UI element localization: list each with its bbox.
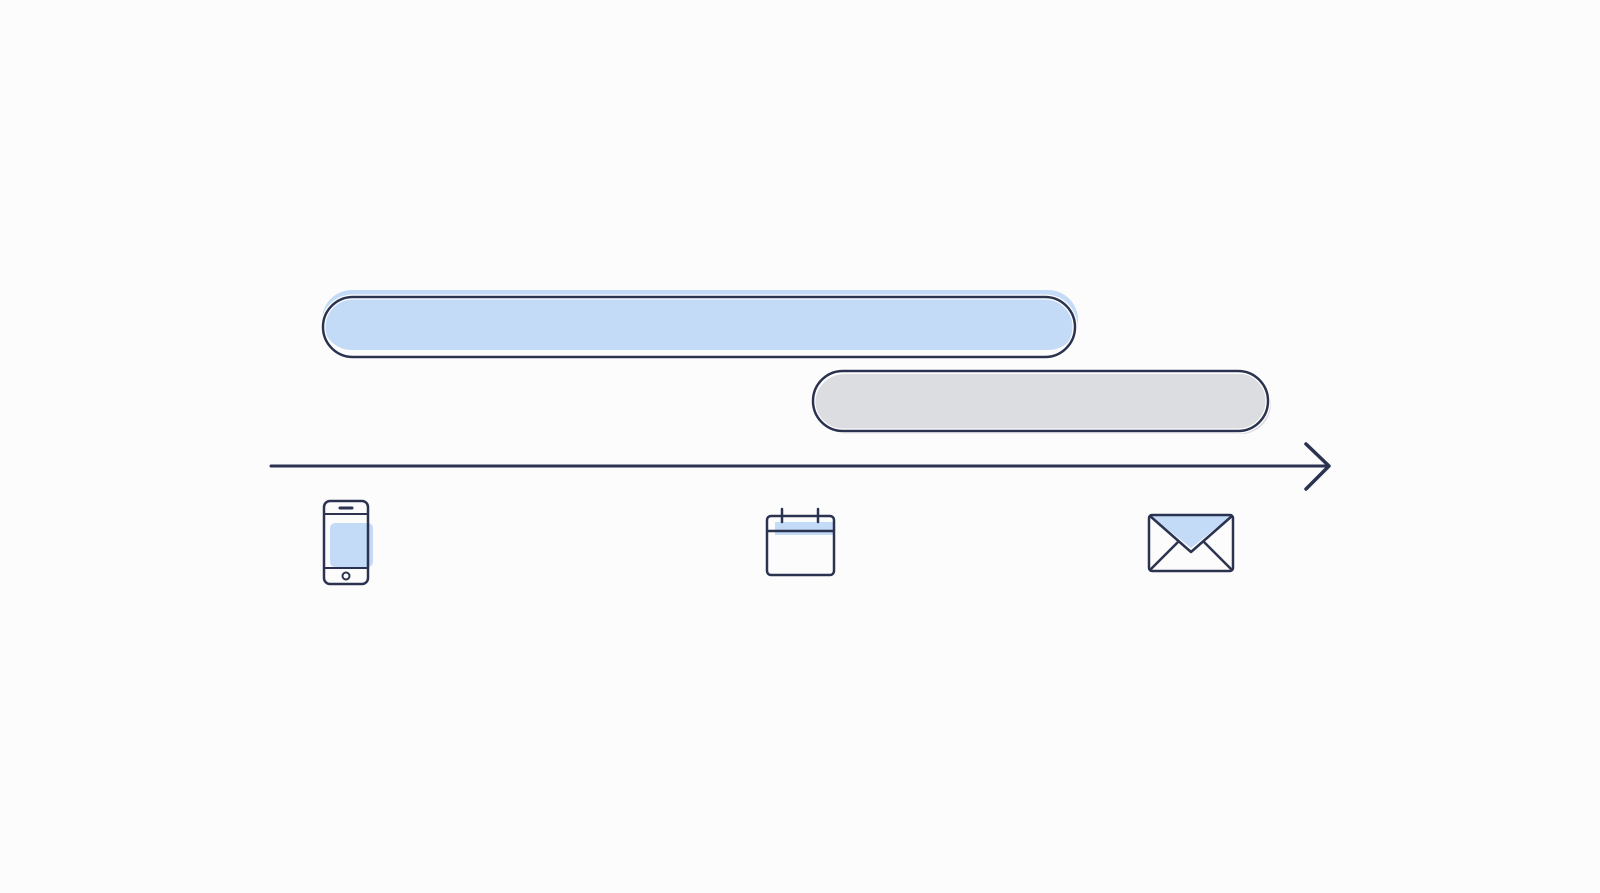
primary-bar-glow (322, 290, 1078, 350)
envelope-flap-highlight (1151, 516, 1231, 548)
primary-bar (320, 290, 1078, 360)
calendar-body (765, 514, 836, 577)
envelope-icon (1147, 513, 1235, 573)
secondary-bar-outline (811, 369, 1270, 433)
envelope-body (1147, 513, 1235, 573)
smartphone-home-button (341, 571, 351, 581)
arrow-head-icon (1304, 442, 1331, 491)
smartphone-screen-highlight (330, 523, 373, 567)
calendar-header-highlight (775, 522, 835, 535)
calendar-icon (765, 507, 836, 577)
secondary-bar (810, 368, 1271, 434)
primary-bar-outline (321, 295, 1077, 359)
envelope-fold-right (1203, 541, 1233, 571)
smartphone-body (322, 499, 370, 586)
envelope-flap (1149, 515, 1233, 554)
timeline-axis (269, 442, 1331, 491)
secondary-bar-fill (815, 374, 1271, 434)
smartphone-icon (322, 499, 373, 586)
envelope-fold-left (1149, 541, 1179, 571)
